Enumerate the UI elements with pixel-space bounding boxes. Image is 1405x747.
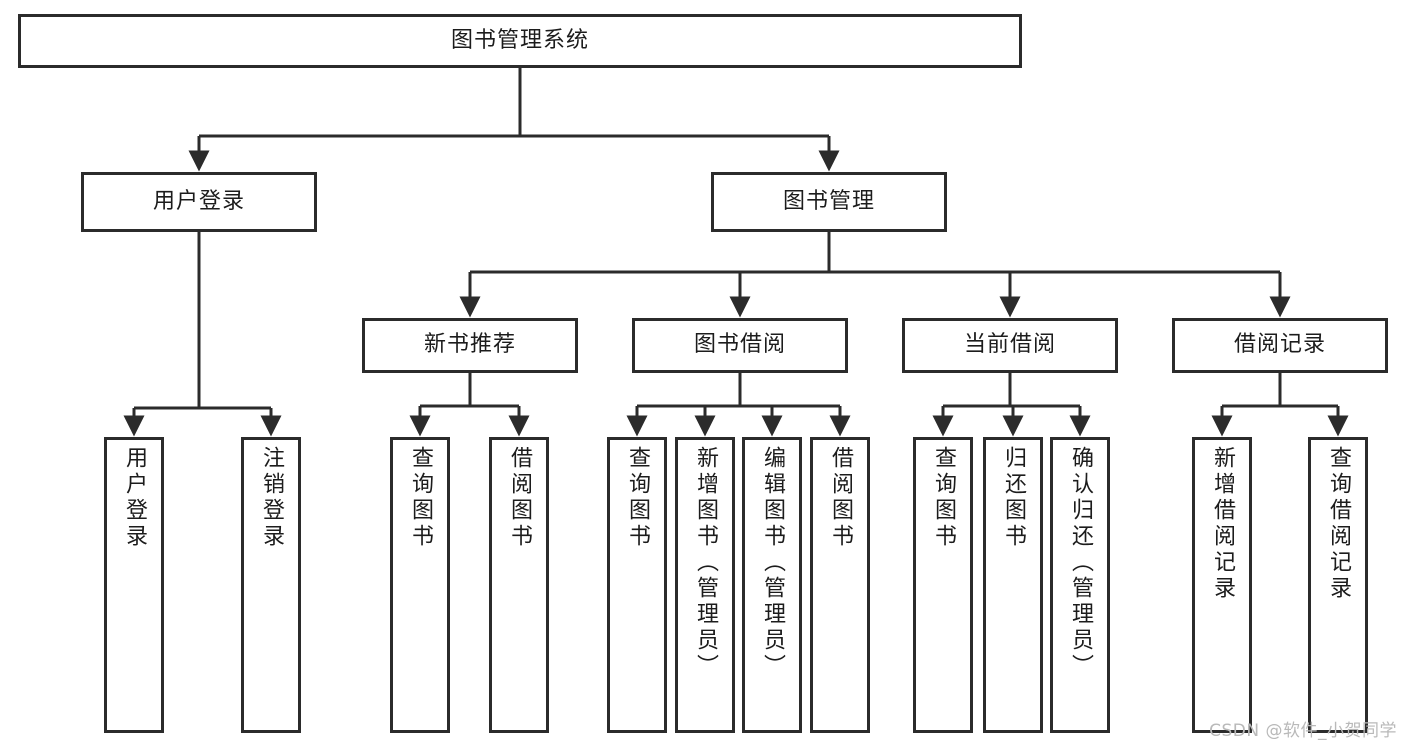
node-book-manage-label: 图书管理 bbox=[782, 188, 875, 214]
node-leaf-borrow-record-add-label: 新增借阅记录 bbox=[1210, 446, 1235, 602]
node-user-login-label: 用户登录 bbox=[152, 188, 245, 214]
node-leaf-user-login-login-label: 用户登录 bbox=[122, 446, 147, 550]
node-book-manage[interactable]: 图书管理 bbox=[711, 172, 947, 232]
node-borrow-record-label: 借阅记录 bbox=[1233, 332, 1326, 358]
node-new-book-recommend[interactable]: 新书推荐 bbox=[362, 318, 578, 373]
node-leaf-book-borrow-query-label: 查询图书 bbox=[625, 446, 650, 550]
node-leaf-new-book-borrow[interactable]: 借阅图书 bbox=[489, 437, 549, 733]
node-leaf-book-borrow-edit[interactable]: 编辑图书（管理员） bbox=[742, 437, 802, 733]
node-leaf-user-login-login[interactable]: 用户登录 bbox=[104, 437, 164, 733]
node-current-borrow-label: 当前借阅 bbox=[963, 332, 1056, 358]
node-leaf-current-borrow-return-label: 归还图书 bbox=[1001, 446, 1026, 550]
node-leaf-new-book-borrow-label: 借阅图书 bbox=[507, 446, 532, 550]
node-leaf-user-login-logout[interactable]: 注销登录 bbox=[241, 437, 301, 733]
node-leaf-current-borrow-confirm[interactable]: 确认归还（管理员） bbox=[1050, 437, 1110, 733]
node-root-label: 图书管理系统 bbox=[450, 27, 589, 53]
node-leaf-book-borrow-borrow-label: 借阅图书 bbox=[828, 446, 853, 550]
node-leaf-borrow-record-add[interactable]: 新增借阅记录 bbox=[1192, 437, 1252, 733]
node-leaf-book-borrow-edit-label: 编辑图书（管理员） bbox=[760, 446, 785, 680]
node-leaf-user-login-logout-label: 注销登录 bbox=[259, 446, 284, 550]
node-book-borrow-label: 图书借阅 bbox=[693, 332, 786, 358]
node-new-book-recommend-label: 新书推荐 bbox=[423, 332, 516, 358]
node-user-login[interactable]: 用户登录 bbox=[81, 172, 317, 232]
node-leaf-book-borrow-add[interactable]: 新增图书（管理员） bbox=[675, 437, 735, 733]
node-leaf-borrow-record-query-label: 查询借阅记录 bbox=[1326, 446, 1351, 602]
node-root[interactable]: 图书管理系统 bbox=[18, 14, 1022, 68]
node-leaf-borrow-record-query[interactable]: 查询借阅记录 bbox=[1308, 437, 1368, 733]
node-book-borrow[interactable]: 图书借阅 bbox=[632, 318, 848, 373]
node-current-borrow[interactable]: 当前借阅 bbox=[902, 318, 1118, 373]
node-leaf-current-borrow-query-label: 查询图书 bbox=[931, 446, 956, 550]
csdn-watermark: CSDN @软件_小贺同学 bbox=[1209, 721, 1397, 741]
node-leaf-book-borrow-query[interactable]: 查询图书 bbox=[607, 437, 667, 733]
node-leaf-new-book-query-label: 查询图书 bbox=[408, 446, 433, 550]
node-leaf-current-borrow-query[interactable]: 查询图书 bbox=[913, 437, 973, 733]
node-leaf-new-book-query[interactable]: 查询图书 bbox=[390, 437, 450, 733]
node-leaf-book-borrow-add-label: 新增图书（管理员） bbox=[693, 446, 718, 680]
node-borrow-record[interactable]: 借阅记录 bbox=[1172, 318, 1388, 373]
node-leaf-current-borrow-return[interactable]: 归还图书 bbox=[983, 437, 1043, 733]
node-leaf-current-borrow-confirm-label: 确认归还（管理员） bbox=[1068, 446, 1093, 680]
node-leaf-book-borrow-borrow[interactable]: 借阅图书 bbox=[810, 437, 870, 733]
